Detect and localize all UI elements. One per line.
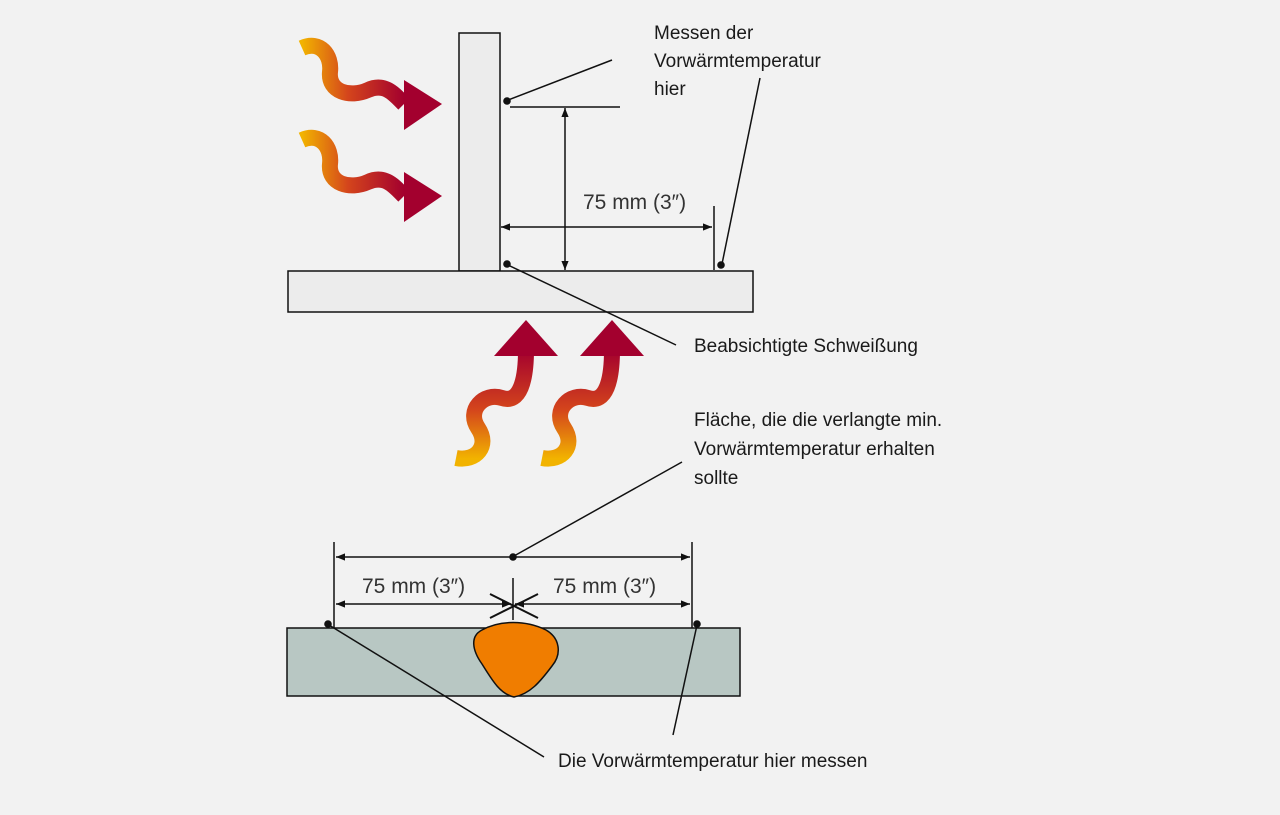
weld-leader: [507, 264, 677, 346]
weld-bead: [473, 621, 559, 698]
heat-arrow-left-upper: [298, 37, 442, 130]
heat-arrow-left-lower: [298, 129, 442, 222]
bottom-dimension-label-left: 75 mm (3″): [362, 575, 465, 598]
bottom-dimension-label-right: 75 mm (3″): [553, 575, 656, 598]
top-dimension-label: 75 mm (3″): [583, 191, 686, 214]
bottom-diagram: Fläche, die die verlangte min. Vorwärmte…: [286, 410, 942, 772]
bottom-measure-label: Die Vorwärmtemperatur hier messen: [558, 751, 867, 772]
area-label-line-3: sollte: [694, 468, 738, 489]
area-label-line-1: Fläche, die die verlangte min.: [694, 410, 942, 431]
weld-label: Beabsichtigte Schweißung: [694, 336, 918, 357]
measure-label-line-2: Vorwärmtemperatur: [654, 51, 822, 72]
weld-cross-b: [489, 593, 539, 619]
weld-point: [503, 260, 511, 268]
measure-leader-vertical: [507, 59, 613, 101]
area-label-line-2: Vorwärmtemperatur erhalten: [694, 439, 935, 460]
measure-label-line-1: Messen der: [654, 23, 754, 44]
top-diagram: 75 mm (3″) Messen der Vorwärmtemperatur …: [287, 23, 918, 467]
measure-label-line-3: hier: [654, 79, 686, 100]
measure-leader-left: [328, 624, 545, 758]
heat-arrow-bottom-right: [540, 320, 644, 467]
vertical-plate: [458, 32, 501, 272]
measure-point-right: [693, 620, 701, 628]
measure-leader-horizontal: [721, 77, 761, 265]
measure-leader-right: [672, 624, 698, 736]
heat-arrow-bottom-left: [454, 320, 558, 467]
area-leader: [513, 461, 683, 557]
measure-point-horizontal: [717, 261, 725, 269]
horizontal-plate: [287, 270, 754, 313]
measure-point-vertical: [503, 97, 511, 105]
